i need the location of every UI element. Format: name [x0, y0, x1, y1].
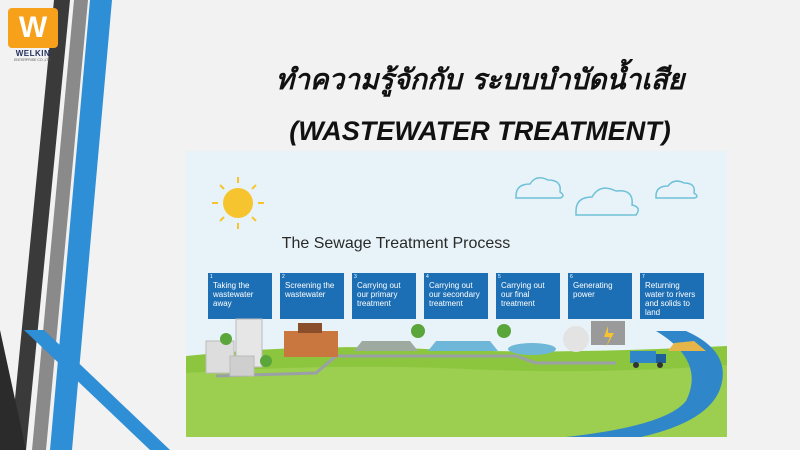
corner-stripe: [0, 330, 26, 450]
step-box-background: [208, 273, 272, 319]
step-label-line: treatment: [357, 299, 392, 308]
sun-icon: [212, 177, 264, 229]
step-label-line: our secondary: [429, 290, 480, 299]
truck-icon: [630, 341, 706, 368]
step-box-background: [424, 273, 488, 319]
step-label-line: power: [573, 290, 595, 299]
step-label-line: and solids to: [645, 299, 690, 308]
secondary-tank-icon: [428, 341, 498, 351]
final-tank-icon: [508, 343, 556, 355]
step-label-line: Carrying out: [429, 281, 473, 290]
step-number: 3: [354, 274, 357, 280]
step-label-line: Carrying out: [357, 281, 401, 290]
step-label-line: wastewater: [284, 290, 326, 299]
logo-subtitle: ENTERPRISE CO.,LTD.: [14, 58, 52, 62]
step-box-background: [568, 273, 632, 319]
step-label-line: Generating: [573, 281, 613, 290]
step-label-line: away: [213, 299, 232, 308]
dark-stripe: [10, 0, 70, 450]
grass-lower: [186, 365, 727, 437]
logo-letter: W: [18, 11, 48, 44]
houses-icon: [205, 318, 263, 377]
step-label-line: Carrying out: [501, 281, 545, 290]
cloud-icon: [575, 187, 639, 216]
step-label-line: treatment: [501, 299, 536, 308]
step-box-background: [496, 273, 560, 319]
step-label-line: Taking the: [213, 281, 250, 290]
tree-icon: [411, 324, 425, 338]
tree-icon: [260, 355, 272, 367]
step-box-background: [352, 273, 416, 319]
step-label-line: wastewater: [212, 290, 254, 299]
step-number: 5: [498, 274, 501, 280]
pipeline: [215, 354, 616, 378]
title-thai: ทำความรู้จักกับ ระบบบำบัดน้ำเสีย: [275, 63, 685, 96]
river: [566, 331, 723, 437]
tree-icon: [497, 324, 511, 338]
blue-stripe: [50, 0, 112, 450]
step-number: 7: [642, 274, 645, 280]
title-english: (WASTEWATER TREATMENT): [289, 116, 671, 146]
lower-blue-stripe: [24, 330, 170, 450]
step-box-background: [640, 273, 704, 319]
infographic-heading: The Sewage Treatment Process: [282, 235, 511, 252]
step-number: 1: [210, 274, 213, 280]
step-label-line: Returning: [645, 281, 680, 290]
step-number: 6: [570, 274, 573, 280]
step-number: 4: [426, 274, 429, 280]
logo-name: WELKIN: [15, 49, 51, 58]
step-number: 2: [282, 274, 285, 280]
cloud-icon: [655, 180, 698, 199]
company-logo: W WELKIN ENTERPRISE CO.,LTD.: [8, 8, 58, 62]
step-label-line: treatment: [429, 299, 464, 308]
step-label-line: water to rivers: [644, 290, 695, 299]
logo-mark: W: [8, 8, 58, 48]
step-label-line: Screening the: [285, 281, 335, 290]
power-digester-icon: [563, 321, 625, 352]
cloud-icon: [515, 177, 564, 199]
primary-tank-icon: [354, 341, 418, 351]
tree-icon: [220, 333, 232, 345]
step-label-line: land: [645, 308, 660, 317]
step-box-background: [280, 273, 344, 319]
step-label-line: our final: [501, 290, 530, 299]
step-label-line: our primary: [357, 290, 397, 299]
screening-building-icon: [284, 323, 338, 357]
